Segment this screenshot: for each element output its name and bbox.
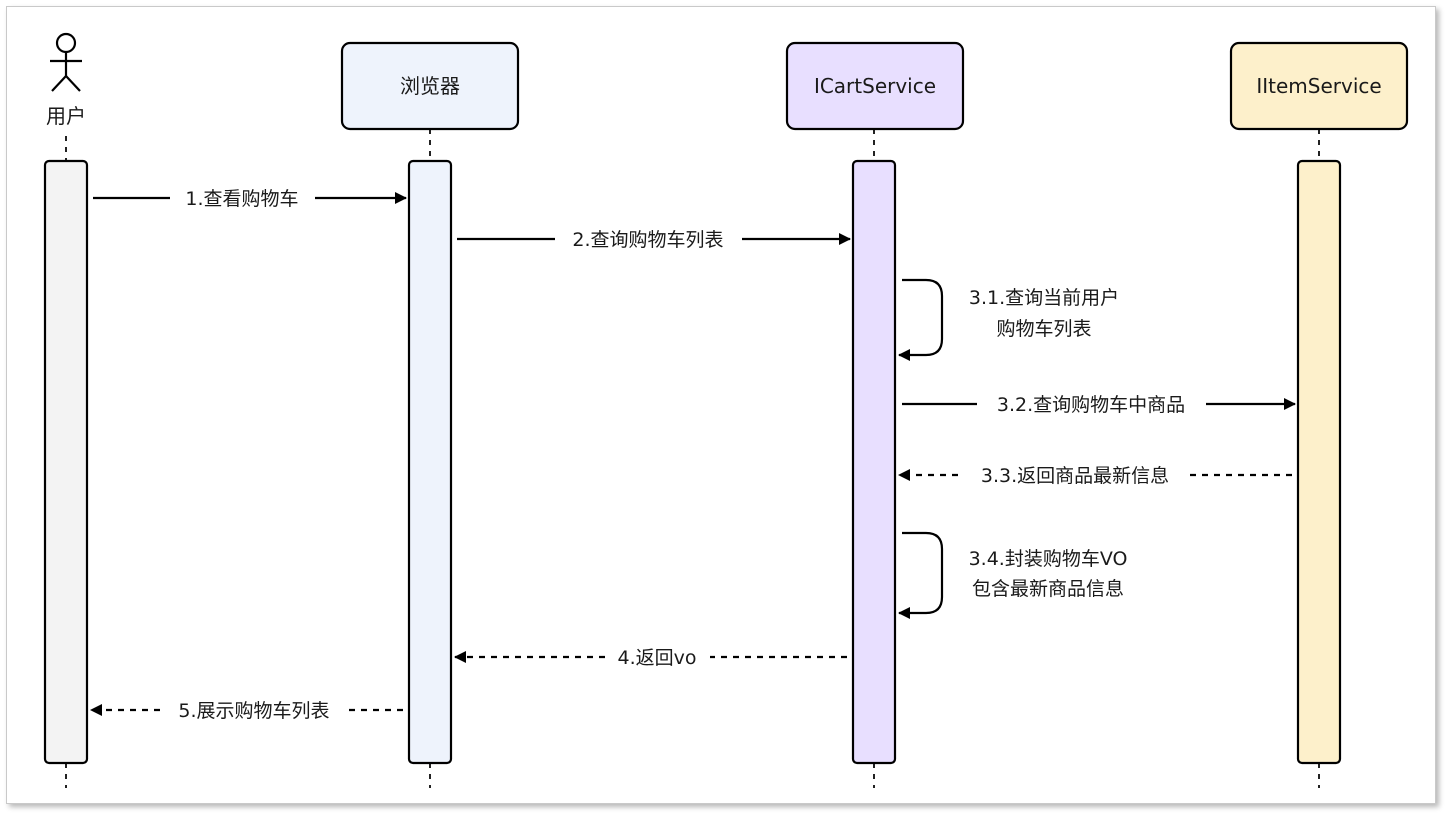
message-4: 4.返回vo (454, 647, 847, 669)
actor-label: 用户 (46, 104, 86, 128)
user-activation-bar (43, 159, 89, 765)
message-3-4: 3.4.封装购物车VO 包含最新商品信息 (898, 531, 1128, 619)
message-2: 2.查询购物车列表 (457, 229, 851, 251)
message-5-label: 5.展示购物车列表 (178, 700, 329, 722)
participant-cart-box (785, 41, 965, 131)
message-5: 5.展示购物车列表 (90, 700, 403, 722)
cart-activation-bar (851, 159, 897, 765)
actor-icon (50, 32, 82, 92)
participant-item-label: IItemService (1256, 74, 1381, 98)
diagram-frame (6, 6, 1436, 804)
participant-browser-box (340, 41, 520, 131)
message-3-4-label-line-1: 3.4.封装购物车VO (969, 548, 1128, 570)
message-3-1-label-line-1: 3.1.查询当前用户 (969, 287, 1119, 309)
message-1-label: 1.查看购物车 (185, 188, 298, 210)
message-3-2-label: 3.2.查询购物车中商品 (997, 394, 1185, 416)
participant-item-box (1229, 41, 1409, 131)
browser-activation-bar (407, 159, 453, 765)
message-3-1: 3.1.查询当前用户 购物车列表 (898, 278, 1119, 361)
message-1: 1.查看购物车 (93, 188, 407, 210)
message-3-4-label-line-2: 包含最新商品信息 (972, 578, 1124, 600)
message-3-3-label: 3.3.返回商品最新信息 (981, 465, 1169, 487)
participant-cart-label: ICartService (814, 74, 936, 98)
message-2-label: 2.查询购物车列表 (572, 229, 723, 251)
participant-browser-label: 浏览器 (400, 74, 460, 98)
message-3-1-label-line-2: 购物车列表 (996, 318, 1091, 340)
message-4-label: 4.返回vo (618, 647, 697, 669)
message-3-3: 3.3.返回商品最新信息 (898, 465, 1292, 487)
item-activation-bar (1296, 159, 1342, 765)
message-3-2: 3.2.查询购物车中商品 (902, 394, 1296, 416)
